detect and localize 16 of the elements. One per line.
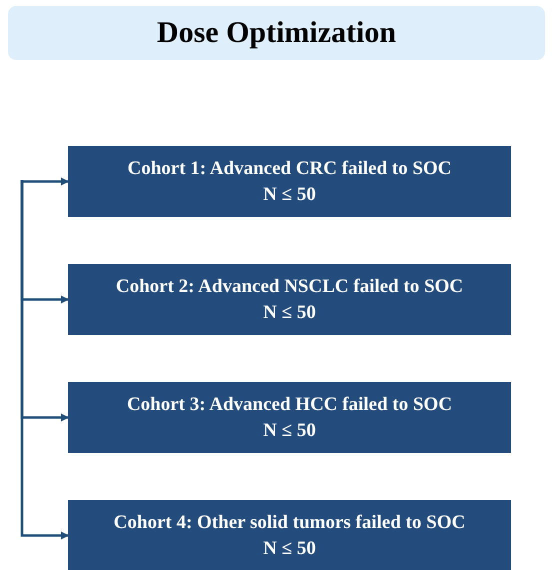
cohort-box [68, 382, 511, 453]
arrow [20, 178, 69, 186]
sample-size: N ≤ 50 [263, 418, 316, 442]
cohort-label: Cohort 2: Advanced NSCLC failed to SOC [116, 274, 464, 298]
sample-size: N ≤ 50 [263, 182, 316, 206]
cohort-label: Cohort 3: Advanced HCC failed to SOC [126, 392, 452, 416]
heading-text: Dose Optimization [156, 16, 396, 50]
cohort-label: Cohort 4: Other solid tumors failed to SOC [114, 510, 466, 534]
cohort-box [68, 500, 511, 570]
cohort-box [68, 146, 511, 217]
title-box [8, 6, 545, 60]
sample-size: N ≤ 50 [263, 536, 316, 560]
cohort-box [68, 264, 511, 335]
sample-size: N ≤ 50 [263, 300, 316, 324]
cohort-label: Cohort 1: Advanced CRC failed to SOC [127, 156, 452, 180]
arrow [20, 180, 69, 540]
